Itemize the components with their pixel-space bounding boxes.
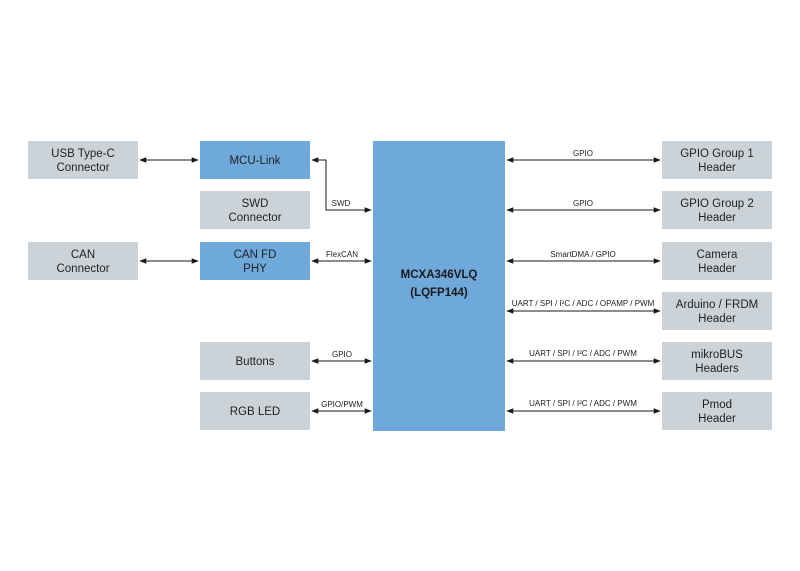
mcu-link-box: MCU-Link <box>200 141 310 179</box>
camera-signal-label: SmartDMA / GPIO <box>550 250 615 259</box>
gpio2-label-line2: Header <box>698 212 736 224</box>
canfd-label-line2: PHY <box>243 263 267 275</box>
canfd-label-line1: CAN FD <box>234 249 277 261</box>
buttons-box: Buttons <box>200 342 310 380</box>
pmod-signal-label: UART / SPI / I²C / ADC / PWM <box>529 399 637 408</box>
gpio1-signal-label: GPIO <box>573 149 593 158</box>
rgb-led-box: RGB LED <box>200 392 310 430</box>
buttons-label: Buttons <box>236 356 275 368</box>
pmod-label-line2: Header <box>698 413 736 425</box>
mculink-swd-arrow <box>311 157 372 213</box>
gpio-group2-header-box: GPIO Group 2 Header <box>662 191 772 229</box>
gpio1-label-line1: GPIO Group 1 <box>680 148 754 160</box>
mikrobus-signal-label: UART / SPI / I²C / ADC / PWM <box>529 349 637 358</box>
arduino-label-line2: Header <box>698 313 736 325</box>
flexcan-signal-label: FlexCAN <box>326 250 358 259</box>
usb-label-line2: Connector <box>56 162 109 174</box>
usb-label-line1: USB Type-C <box>51 148 115 160</box>
rgbled-label: RGB LED <box>230 406 281 418</box>
gpio2-label-line1: GPIO Group 2 <box>680 198 754 210</box>
camera-label-line1: Camera <box>697 249 739 261</box>
pmod-header-box: Pmod Header <box>662 392 772 430</box>
arduino-frdm-header-box: Arduino / FRDM Header <box>662 292 772 330</box>
swd-signal-label: SWD <box>332 199 351 208</box>
can-connector-box: CAN Connector <box>28 242 138 280</box>
mcu-label-line2: (LQFP144) <box>410 287 468 299</box>
swd-label-line1: SWD <box>242 198 269 210</box>
mculink-label: MCU-Link <box>229 155 280 167</box>
swd-label-line2: Connector <box>228 212 281 224</box>
can-label-line1: CAN <box>71 249 95 261</box>
mcu-block: MCXA346VLQ (LQFP144) <box>373 141 505 431</box>
gpio2-signal-label: GPIO <box>573 199 593 208</box>
swd-connector-box: SWD Connector <box>200 191 310 229</box>
gpio1-label-line2: Header <box>698 162 736 174</box>
usb-typec-connector-box: USB Type-C Connector <box>28 141 138 179</box>
camera-header-box: Camera Header <box>662 242 772 280</box>
mikrobus-label-line2: Headers <box>695 363 739 375</box>
arduino-signal-label: UART / SPI / I²C / ADC / OPAMP / PWM <box>512 299 655 308</box>
mcu-label-line1: MCXA346VLQ <box>401 269 478 281</box>
gpio-group1-header-box: GPIO Group 1 Header <box>662 141 772 179</box>
mikrobus-headers-box: mikroBUS Headers <box>662 342 772 380</box>
arduino-label-line1: Arduino / FRDM <box>676 299 758 311</box>
led-gpio-pwm-signal-label: GPIO/PWM <box>321 400 363 409</box>
camera-label-line2: Header <box>698 263 736 275</box>
can-label-line2: Connector <box>56 263 109 275</box>
buttons-gpio-signal-label: GPIO <box>332 350 352 359</box>
pmod-label-line1: Pmod <box>702 399 732 411</box>
mikrobus-label-line1: mikroBUS <box>691 349 743 361</box>
can-fd-phy-box: CAN FD PHY <box>200 242 310 280</box>
